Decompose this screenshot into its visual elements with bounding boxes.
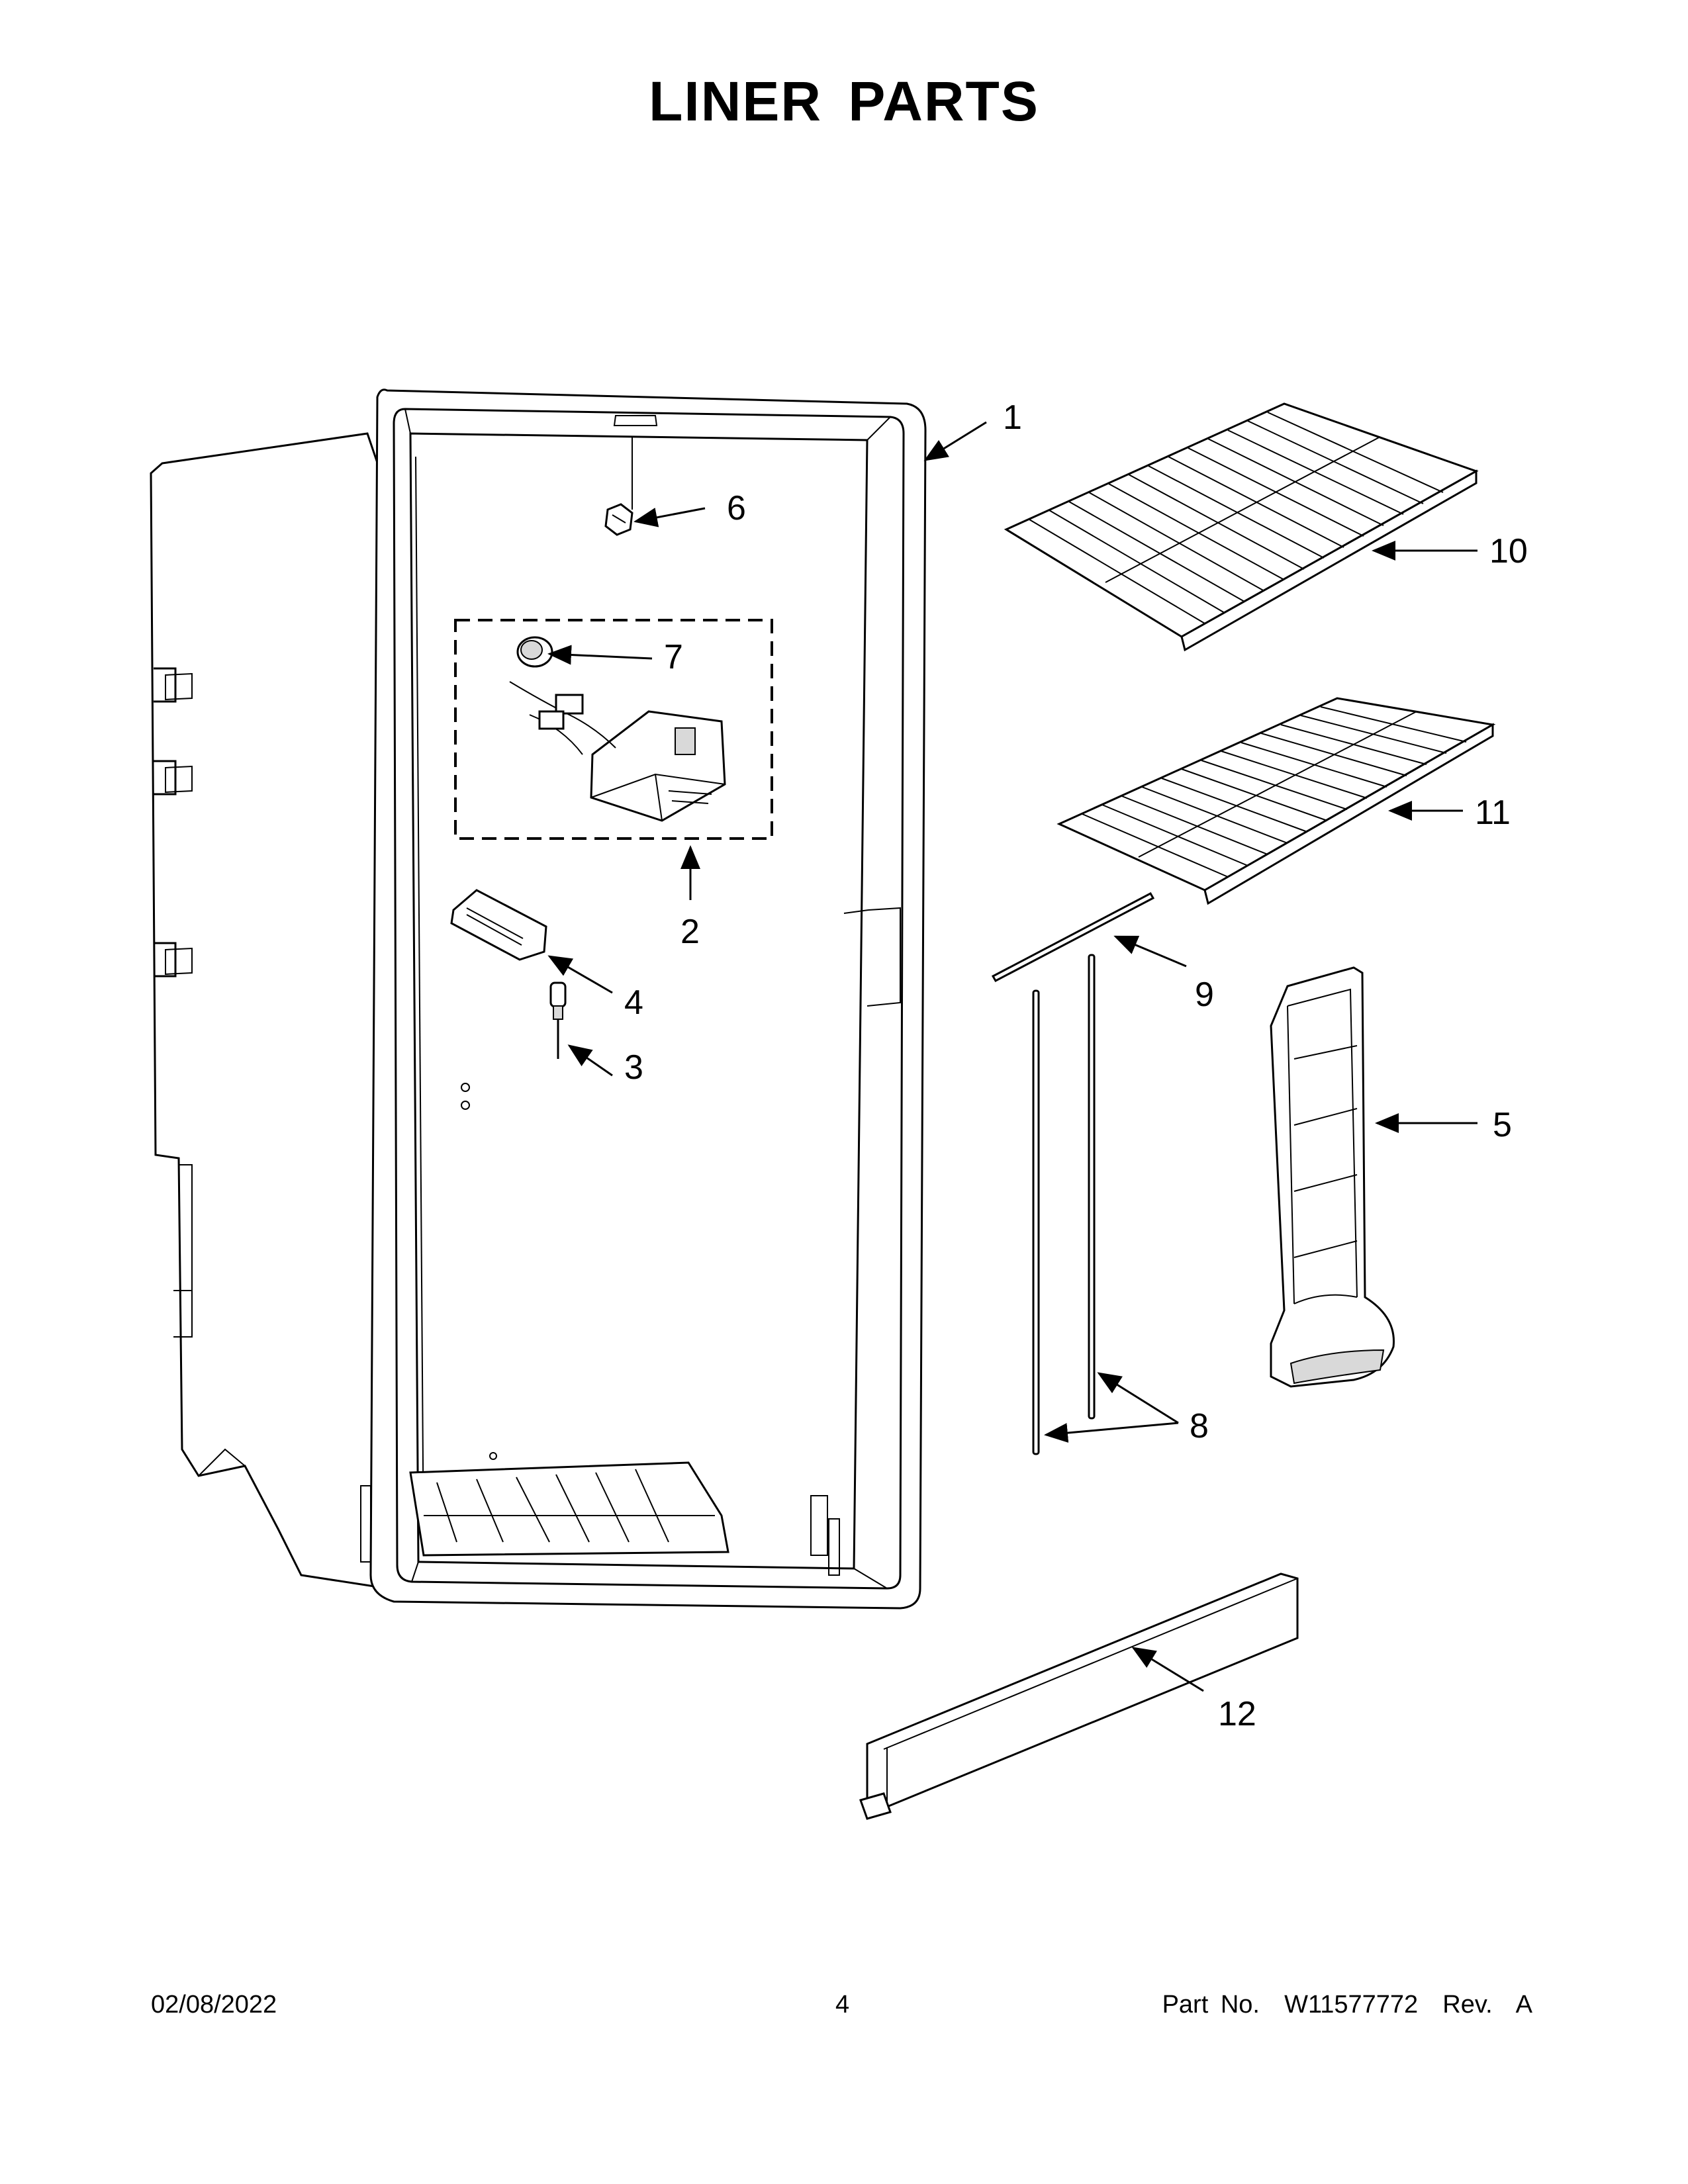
part-8-strips bbox=[1032, 954, 1096, 1455]
footer-part-number: Part No. W11577772 Rev. A bbox=[1162, 1991, 1532, 2019]
footer-date: 02/08/2022 bbox=[151, 1991, 277, 2019]
part-4-connector bbox=[450, 889, 547, 961]
page-title: LINER PARTS bbox=[649, 70, 1039, 132]
callout-11: 11 bbox=[1475, 794, 1511, 832]
part-2-assembly-box bbox=[454, 619, 773, 840]
callout-9: 9 bbox=[1195, 976, 1214, 1014]
part-6-clip bbox=[604, 503, 633, 536]
part-12-toe-trim bbox=[859, 1572, 1299, 1820]
callout-10: 10 bbox=[1489, 532, 1528, 570]
part-10-wire-shelf bbox=[1004, 402, 1479, 652]
part-7-control-knob bbox=[516, 636, 553, 668]
callout-8: 8 bbox=[1190, 1407, 1209, 1445]
part-11-wire-shelf bbox=[1056, 697, 1496, 905]
callout-12: 12 bbox=[1218, 1695, 1256, 1733]
callout-7: 7 bbox=[664, 638, 683, 676]
footer-page-number: 4 bbox=[835, 1991, 850, 2019]
control-housing bbox=[509, 681, 726, 822]
callout-1: 1 bbox=[1003, 398, 1022, 437]
callout-2: 2 bbox=[680, 913, 700, 951]
part-3-sensor bbox=[549, 981, 567, 1059]
part-5-air-duct bbox=[1270, 966, 1395, 1388]
callout-4: 4 bbox=[624, 983, 643, 1022]
callout-6: 6 bbox=[727, 489, 746, 527]
leader-arrows bbox=[547, 421, 1477, 1692]
freezer-liner bbox=[150, 388, 927, 1610]
callout-5: 5 bbox=[1493, 1106, 1512, 1144]
part-9-strip bbox=[991, 891, 1155, 983]
callout-3: 3 bbox=[624, 1048, 643, 1087]
